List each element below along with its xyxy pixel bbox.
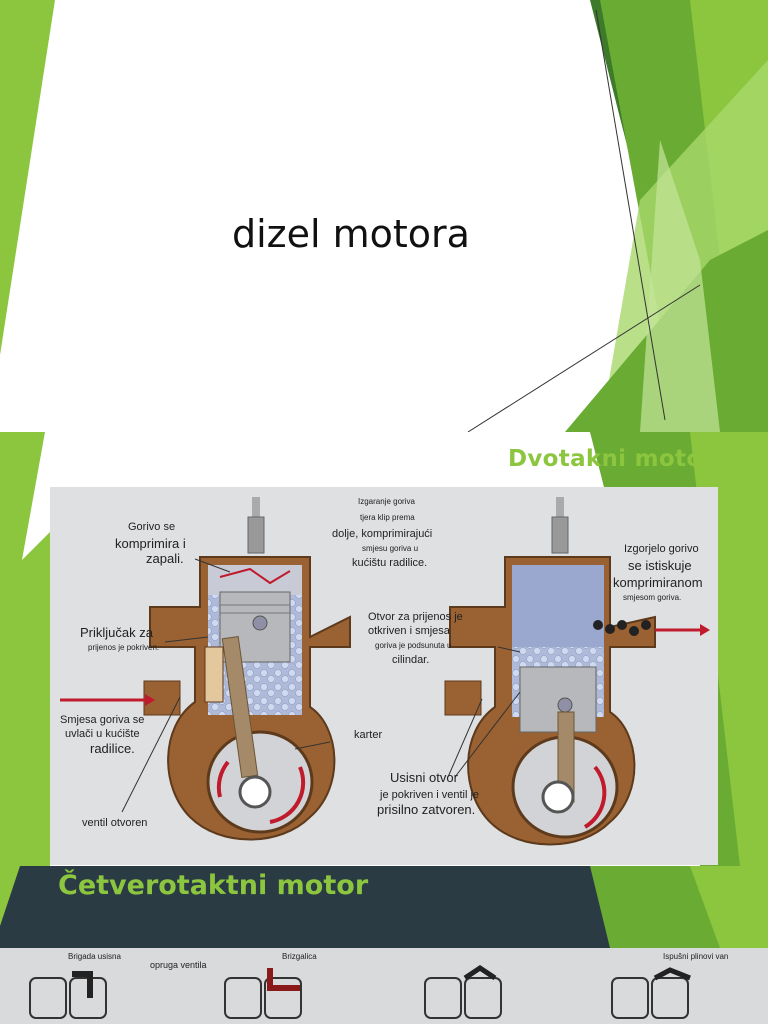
two-stroke-slide: Dvotakni motori [0, 432, 768, 866]
label-karter: karter [354, 729, 383, 741]
label-gorivo-se: Gorivo se [128, 521, 176, 533]
label-izgaranje-2: tjera klip prema [360, 513, 415, 522]
slide-heading: Četverotaktni motor [58, 870, 369, 901]
strip-label-4: Ispušni plinovi van [663, 952, 729, 961]
label-uvlaci: uvlači u kućište [65, 728, 140, 740]
green-decoration-slide1 [0, 0, 768, 432]
label-izgorjelo-4: smjesom goriva. [623, 593, 682, 602]
label-otvor-1: Otvor za prijenos je [368, 611, 463, 623]
label-ventil: ventil otvoren [82, 817, 148, 829]
label-smjesa: Smjesa goriva se [60, 714, 145, 726]
label-prikljucak-sub: prijenos je pokriven. [88, 643, 160, 652]
label-otvor-4: cilindar. [392, 654, 430, 666]
label-radilice: radilice. [90, 741, 135, 756]
two-stroke-diagram: Gorivo se komprimira i zapali. Priključa… [50, 487, 718, 865]
label-komprimira: komprimira i [115, 536, 186, 551]
engine-illustration [60, 497, 710, 846]
label-usisni-1: Usisni otvor [390, 770, 458, 785]
label-usisni-2: je pokriven i ventil je [380, 789, 480, 801]
strip-label-2: opruga ventila [150, 960, 207, 970]
label-izgaranje-5: kućištu radilice. [352, 557, 428, 569]
label-prikljucak: Priključak za [80, 625, 153, 640]
left-engine [60, 497, 351, 841]
label-otvor-3: goriva je podsunuta u [375, 641, 452, 650]
four-stroke-diagram-strip: Brigada usisna opruga ventila Brizgalica… [0, 948, 768, 1024]
slide-title: dizel motora [232, 212, 470, 256]
strip-label-3: Brizgalica [282, 952, 317, 961]
label-izgaranje-4: smjesu goriva u [362, 544, 419, 553]
strip-label-1: Brigada usisna [68, 952, 121, 961]
green-decoration-slide3 [0, 866, 768, 948]
label-usisni-3: prisilno zatvoren. [377, 802, 476, 817]
label-leaders [121, 558, 521, 813]
label-izgaranje-3: dolje, komprimirajući [332, 528, 433, 540]
label-zapali: zapali. [146, 551, 184, 566]
four-stroke-illustration [29, 964, 691, 1019]
label-izgorjelo-1: Izgorjelo gorivo [624, 543, 699, 555]
four-stroke-slide: Četverotaktni motor Brigada usisna oprug… [0, 866, 768, 1024]
label-izgorjelo-3: komprimiranom [613, 575, 703, 590]
slide-heading: Dvotakni motori [508, 446, 723, 472]
right-engine [444, 497, 710, 846]
label-otvor-2: otkriven i smjesa [368, 625, 450, 637]
label-izgorjelo-2: se istiskuje [628, 558, 692, 573]
title-slide: dizel motora [0, 0, 768, 432]
label-izgaranje-1: Izgaranje goriva [358, 497, 415, 506]
